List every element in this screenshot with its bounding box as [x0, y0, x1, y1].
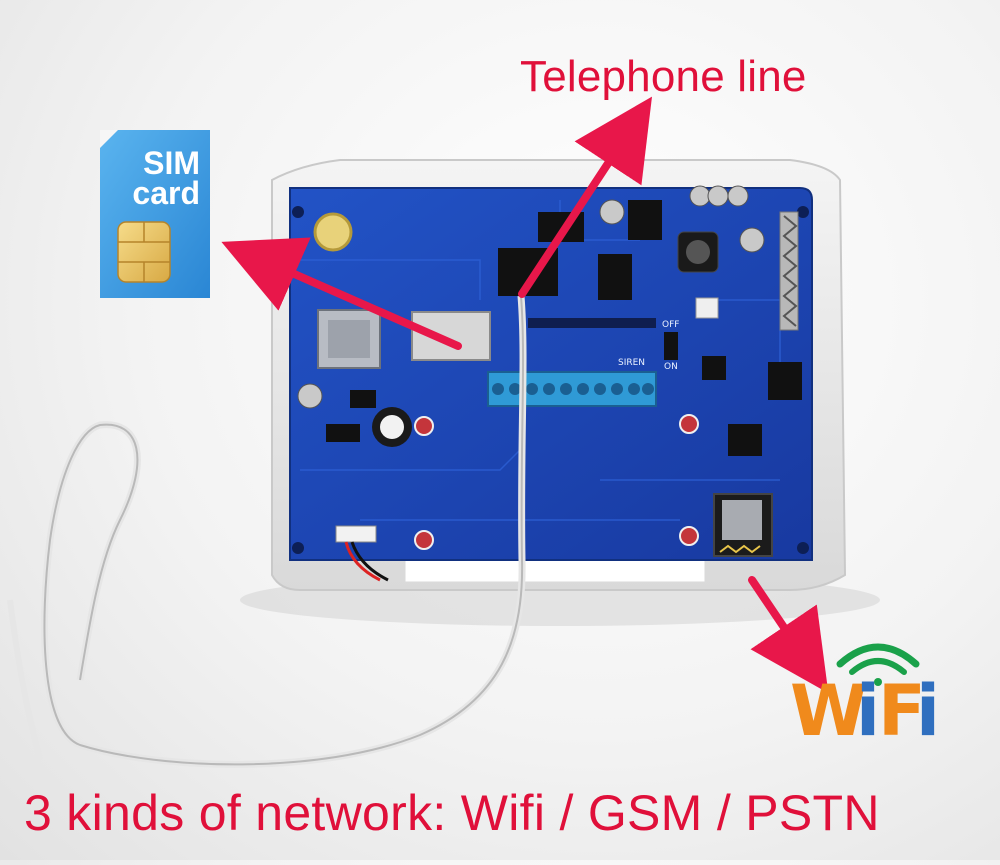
network-caption: 3 kinds of network: Wifi / GSM / PSTN [24, 785, 880, 841]
board-siren-label: SIREN [618, 358, 646, 368]
wifi-signal-icon [836, 643, 920, 686]
gsm-module-shield [328, 320, 370, 358]
mounting-posts [414, 414, 699, 550]
buzzer-face [380, 415, 404, 439]
telephone-cable-tail [7, 599, 43, 761]
inductor-core [686, 240, 710, 264]
sim-card-notch [100, 130, 118, 148]
case-bottom-strip [404, 559, 706, 583]
sim-card-text-line2: card [132, 175, 200, 211]
red-wire [344, 541, 381, 582]
wifi-module-antenna [719, 544, 761, 554]
screw-holes [292, 206, 809, 554]
wifi-logo-letter-f: F [878, 670, 926, 752]
coin-battery [313, 212, 353, 252]
telephone-cable-edge [43, 295, 525, 766]
wifi-logo-letter-i1: i [856, 670, 880, 752]
dip-switch [664, 332, 678, 360]
telephone-line-label: Telephone line [520, 52, 807, 101]
wifi-module-shield [722, 500, 762, 540]
sim-chip-contacts [118, 222, 170, 282]
board-on-label: ON [664, 362, 678, 372]
sim-card-text-line1: SIM [143, 145, 200, 181]
arrow-to-telephone [518, 96, 652, 298]
header-pins [528, 318, 656, 328]
battery-connector [335, 525, 377, 543]
antenna-coil [782, 215, 798, 327]
wifi-logo-letter-i2: i [916, 670, 940, 752]
annotation-arrows [221, 96, 829, 694]
dc-jack [598, 254, 632, 300]
arrow-to-wifi [748, 576, 829, 694]
terminal-screws [492, 383, 654, 395]
black-wire [350, 541, 389, 582]
white-connector [695, 297, 719, 319]
wifi-logo-letter-w: W [790, 670, 868, 752]
arrow-to-sim [221, 237, 462, 350]
board-off-label: OFF [662, 320, 680, 330]
capacitors [297, 185, 765, 409]
sim-slot [411, 311, 491, 361]
